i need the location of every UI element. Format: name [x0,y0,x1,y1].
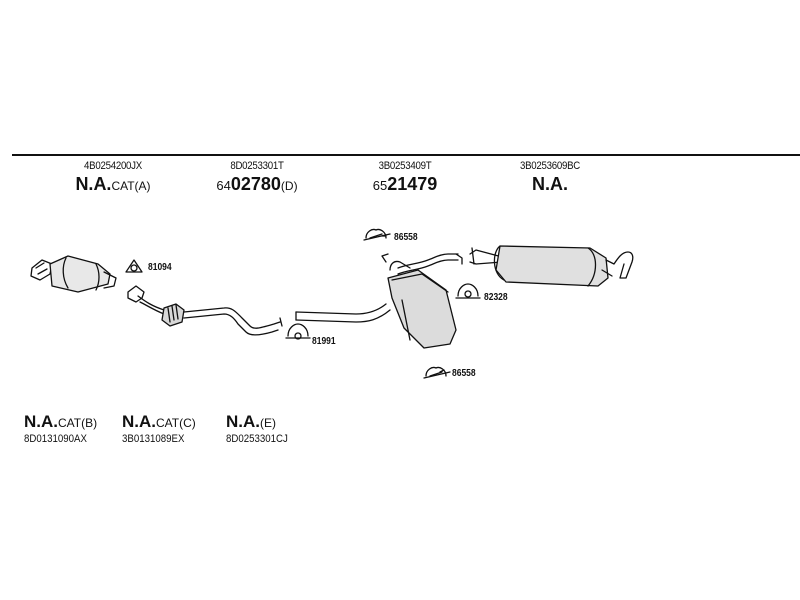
part-number: 3B0253409T [378,160,432,172]
catalytic-converter [30,255,117,293]
header-col-2: 8D0253301T 6402780(D) [172,160,342,197]
callout-hanger-bottom: 86558 [452,368,476,379]
header-divider [12,154,800,156]
front-pipe [127,285,283,336]
hanger-86558-top [363,228,391,241]
part-label: N.A.CAT(B) [24,412,98,431]
part-label: 6521479 [372,174,438,194]
part-number: 3B0253609BC [519,160,581,172]
clamp-82328 [455,283,481,299]
clamp-81094 [125,259,143,273]
callout-clamp-mid: 81991 [312,336,336,347]
rear-muffler [469,245,634,287]
part-number: 8D0131090AX [24,433,87,445]
part-label: N.A.(E) [226,412,276,431]
callout-clamp-front: 81094 [148,262,172,273]
part-number: 8D0253301T [230,160,284,172]
middle-pipe [295,303,391,323]
center-muffler [381,253,463,349]
clamp-81991 [285,323,311,340]
bottom-col-2: N.A.CAT(C) 3B0131089EX [122,412,196,446]
header-col-4: 3B0253609BC N.A. [465,160,635,197]
part-label: N.A.CAT(C) [122,412,196,431]
bottom-col-3: N.A.(E) 8D0253301CJ [226,412,296,446]
hanger-86558-bottom [423,366,451,379]
part-label: 6402780(D) [216,174,298,194]
part-number: 3B0131089EX [122,433,185,445]
part-label: N.A.CAT(A) [75,174,151,194]
part-label: N.A. [532,174,568,194]
callout-clamp-rear: 82328 [484,292,508,303]
part-number: 4B0254200JX [84,160,142,172]
part-number: 8D0253301CJ [226,433,288,445]
header-col-3: 3B0253409T 6521479 [320,160,490,197]
bottom-col-1: N.A.CAT(B) 8D0131090AX [24,412,97,446]
callout-hanger-top: 86558 [394,232,418,243]
header-col-1: 4B0254200JX N.A.CAT(A) [28,160,198,197]
